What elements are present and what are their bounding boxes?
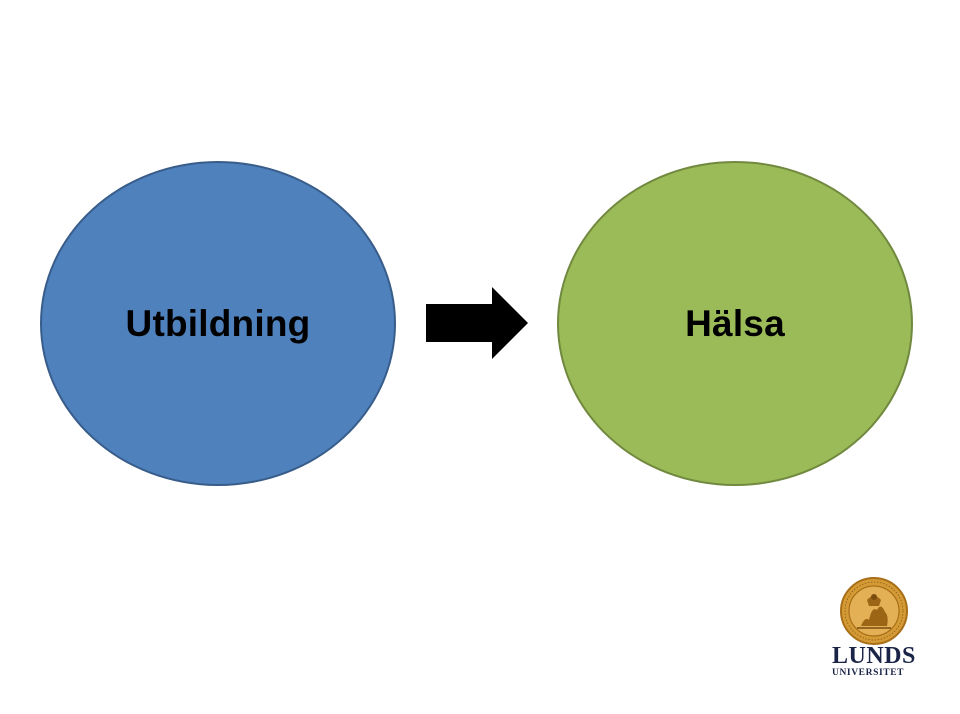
node-halsa: Hälsa [557,161,913,486]
university-seal-icon [840,577,908,645]
lunds-universitet-logo: LUNDS UNIVERSITET [828,572,924,684]
node-utbildning: Utbildning [40,161,396,486]
node-halsa-label: Hälsa [685,302,785,344]
right-arrow-icon [426,287,528,359]
logo-name-line-1: LUNDS [832,643,916,669]
node-utbildning-label: Utbildning [125,302,311,344]
logo-name-line-2: UNIVERSITET [832,668,905,678]
